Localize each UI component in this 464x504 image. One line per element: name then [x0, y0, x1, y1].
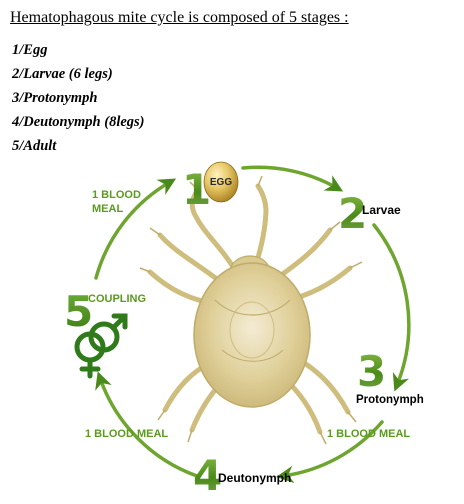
stage-number-4: 4: [193, 451, 222, 500]
stage-label-protonymph: Protonymph: [356, 394, 424, 406]
arrow-larvae-to-protonymph: [372, 223, 411, 392]
arrow-coupling-to-egg: [94, 178, 177, 280]
stage-label-deutonymph: Deutonymph: [218, 471, 291, 485]
stage-list-item-deutonymph: 4/Deutonymph (8legs): [12, 114, 145, 130]
stage-list: 1/Egg 2/Larvae (6 legs) 3/Protonymph 4/D…: [12, 40, 145, 160]
stage-list-item-adult: 5/Adult: [12, 138, 57, 154]
page-title: Hematophagous mite cycle is composed of …: [10, 9, 349, 26]
arrow-egg-to-larvae: [241, 165, 344, 192]
stage-number-5: 5: [64, 287, 93, 336]
stage-list-item-larvae: 2/Larvae (6 legs): [12, 66, 113, 82]
stage-label-larvae: Larvae: [362, 203, 401, 217]
mite-illustration: [139, 175, 363, 445]
stage-label-coupling: COUPLING: [88, 293, 146, 305]
arrow-deutonymph-to-coupling: [95, 371, 199, 478]
arrow-protonymph-to-deutonymph: [276, 420, 384, 484]
stage-list-item-protonymph: 3/Protonymph: [12, 90, 98, 106]
blood-meal-label-top-left-line2: MEAL: [92, 203, 123, 215]
cycle-arrows: [94, 165, 411, 484]
stage-number-2: 2: [338, 189, 367, 238]
stage-number-3: 3: [357, 347, 386, 396]
egg-label: EGG: [210, 177, 232, 188]
blood-meal-label-bottom-left: 1 BLOOD MEAL: [85, 428, 168, 440]
egg-icon: [203, 161, 239, 203]
blood-meal-label-bottom-right: 1 BLOOD MEAL: [327, 428, 410, 440]
male-female-icon: [74, 313, 128, 379]
blood-meal-label-top-left-line1: 1 BLOOD: [92, 189, 141, 201]
stage-list-item-egg: 1/Egg: [12, 42, 48, 58]
